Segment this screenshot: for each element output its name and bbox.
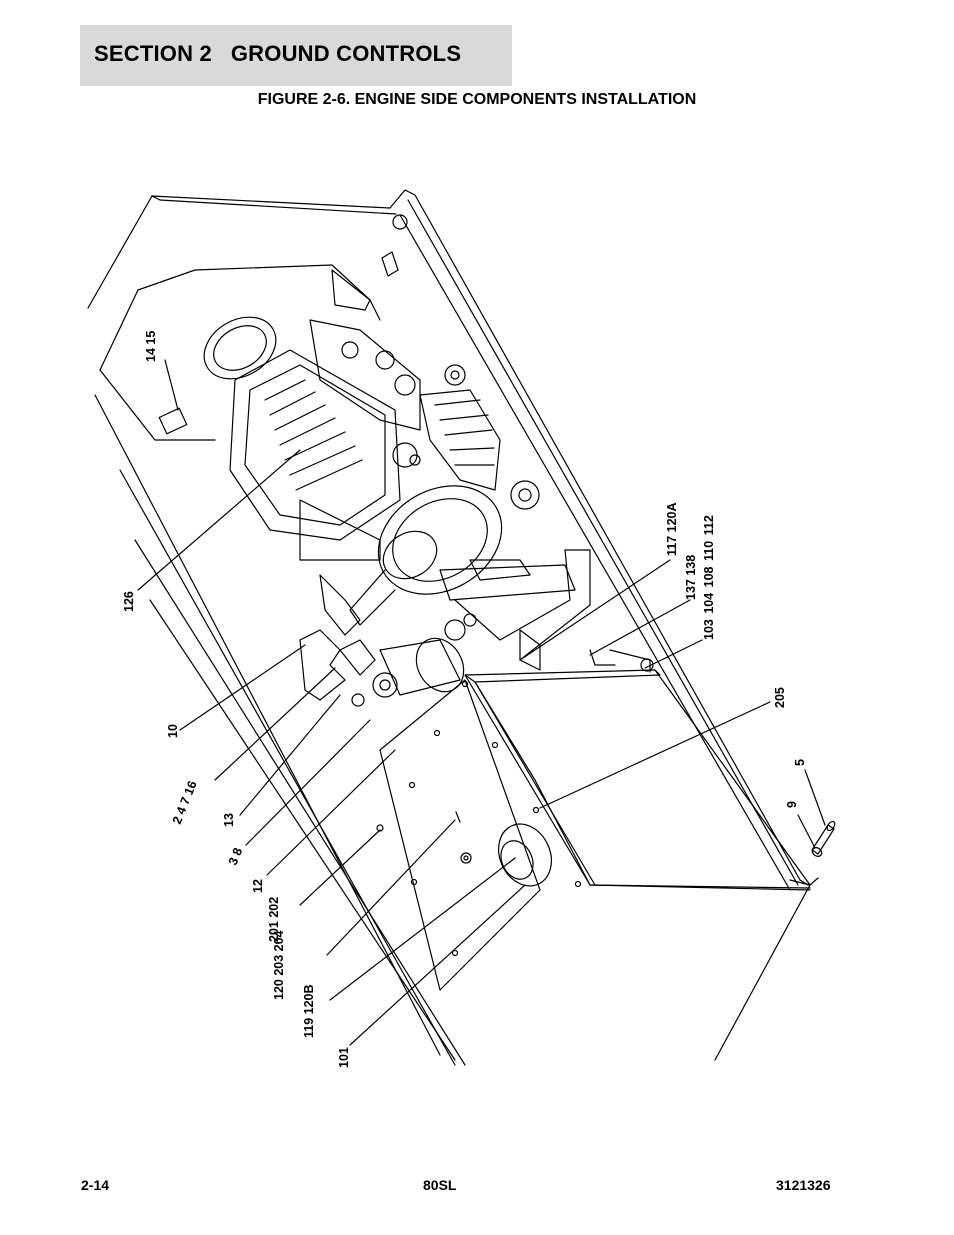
callout-137-138: 137 138	[684, 555, 698, 600]
callout-126: 126	[122, 591, 136, 612]
callout-101: 101	[337, 1047, 351, 1068]
section-banner: SECTION 2 GROUND CONTROLS	[80, 25, 512, 86]
callout-9: 9	[785, 801, 799, 808]
callout-201-202: 201 202	[267, 897, 281, 942]
callout-205: 205	[773, 687, 787, 708]
figure-caption: FIGURE 2-6. ENGINE SIDE COMPONENTS INSTA…	[257, 91, 697, 108]
callout-119-120B: 119 120B	[302, 984, 316, 1038]
callout-13: 13	[222, 813, 236, 827]
callout-120-203-204: 120 203 204	[272, 930, 286, 1000]
callout-3-8: 3 8	[226, 846, 246, 867]
callout-14-15: 14 15	[144, 331, 158, 362]
document-number: 3121326	[776, 1177, 831, 1193]
callout-10: 10	[166, 724, 180, 738]
callout-5: 5	[793, 759, 807, 766]
callout-12: 12	[251, 879, 265, 893]
page-number: 2-14	[81, 1177, 110, 1193]
callout-103-104-108-110-112: 103 104 108 110 112	[702, 515, 716, 640]
callout-117-120A: 117 120A	[665, 502, 679, 556]
model-label: 80SL	[423, 1177, 457, 1193]
section-title: SECTION 2 GROUND CONTROLS	[94, 41, 462, 66]
callout-2-4-7-16: 2 4 7 16	[170, 779, 200, 826]
